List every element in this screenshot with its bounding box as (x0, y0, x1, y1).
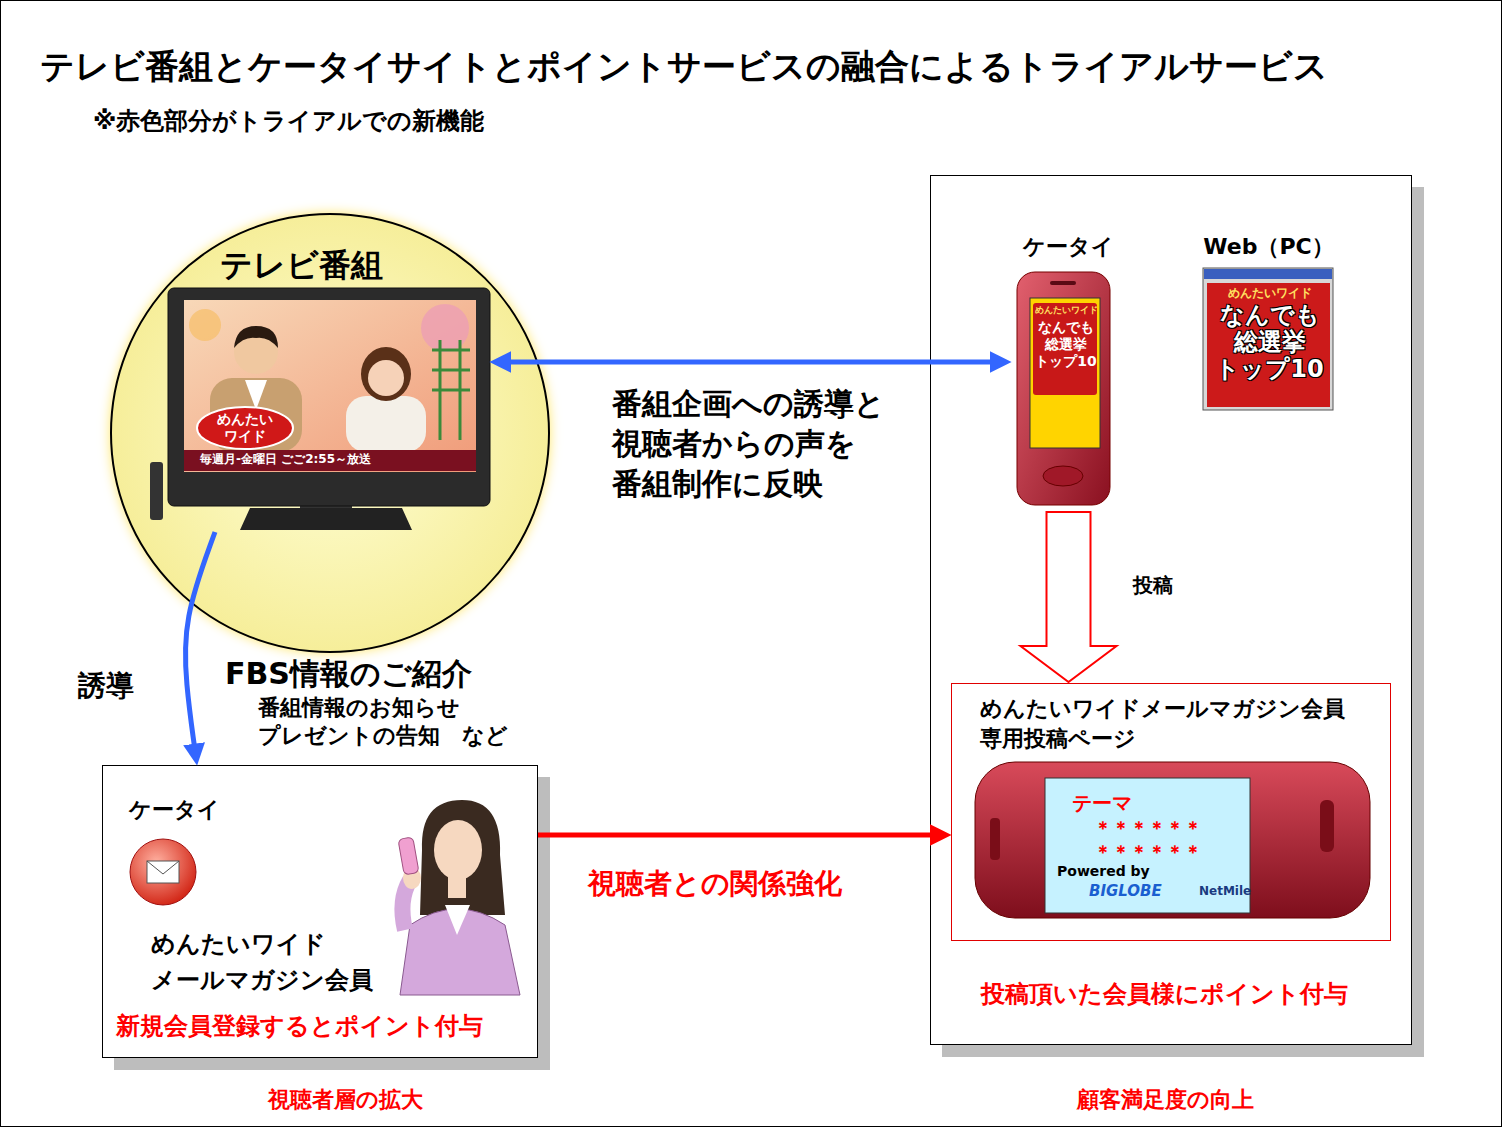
edge-label-wrap: 視聴者との関係強化 (588, 866, 842, 902)
benefit-label: 顧客満足度の向上 (1055, 1086, 1275, 1115)
logo-small: めんたいワイド (1208, 286, 1331, 302)
post-page-box: めんたいワイドメールマガジン会員 専用投稿ページテーマ＊＊＊＊＊＊＊＊＊＊＊＊P… (951, 683, 1391, 941)
benefit-label-wrap: 顧客満足度の向上 (1055, 1086, 1275, 1115)
info-heading: FBS情報のご紹介 (225, 654, 472, 693)
diagram-title: テレビ番組とケータイサイトとポイントサービスの融合によるトライアルサービス (40, 44, 1328, 88)
edge-label: 投稿 (1133, 572, 1173, 598)
edge-label-wrap: 投稿 (1133, 572, 1173, 598)
mobile-phone: ケータイめんたいワイドなんでも 総選挙 トップ10 (1011, 229, 1126, 506)
edge-label: 視聴者との関係強化 (588, 866, 842, 902)
edge-label-wrap: 番組企画への誘導と 視聴者からの声を 番組制作に反映 (612, 384, 912, 504)
info-heading-wrap: FBS情報のご紹介 (225, 654, 472, 693)
powered-by: Powered by (1057, 862, 1150, 880)
tv-set: めんたいワイド毎週月-金曜日 ごご2:55～放送 (168, 285, 490, 530)
sponsor-logo-wrap: NetMile (1199, 884, 1251, 900)
device-heading: Web（PC） (1196, 233, 1341, 262)
benefit-label: 視聴者層の拡大 (235, 1086, 455, 1115)
sponsor-logo: BIGLOBE (1089, 882, 1162, 902)
device-heading: ケータイ (1011, 233, 1126, 262)
device-heading: ケータイ (129, 796, 220, 825)
sponsor-logo: NetMile (1199, 884, 1251, 900)
info-item-wrap: プレゼントの告知 など (258, 722, 508, 751)
placeholder-text-wrap: ＊＊＊＊＊＊ (1094, 840, 1202, 863)
logo-title-wrap: なんでも 総選挙 トップ10 (1034, 319, 1098, 369)
info-item: プレゼントの告知 など (258, 722, 508, 751)
box-heading-wrap: めんたいワイドメールマガジン会員 専用投稿ページ (980, 694, 1370, 753)
circle-heading: テレビ番組 (220, 248, 383, 283)
web-pc: Web（PC） めんたいワイドなんでも 総選挙 トップ10 (1196, 229, 1341, 414)
point-note: 投稿頂いた会員様にポイント付与 (981, 979, 1348, 1010)
sponsor-logo-wrap: BIGLOBE (1089, 882, 1162, 902)
tv-program-circle: テレビ番組めんたいワイド毎週月-金曜日 ごご2:55～放送 (110, 213, 550, 653)
arrow-connector (538, 833, 934, 838)
powered-by-wrap: Powered by (1057, 862, 1150, 880)
broadcast-time-wrap: 毎週月-金曜日 ごご2:55～放送 (200, 452, 371, 466)
point-note-wrap: 新規会員登録するとポイント付与 (116, 1011, 483, 1042)
point-note: 新規会員登録するとポイント付与 (116, 1011, 483, 1042)
landscape-phone: テーマ＊＊＊＊＊＊＊＊＊＊＊＊Powered byBIGLOBENetMile (977, 764, 1372, 920)
logo-small: めんたいワイド (1034, 305, 1098, 317)
program-logo: めんたいワイド (215, 411, 275, 445)
member-label: めんたいワイド メールマガジン会員 (151, 926, 401, 998)
member-label-wrap: めんたいワイド メールマガジン会員 (151, 926, 401, 998)
site-panel: 投稿頂いた会員様にポイント付与ケータイめんたいワイドなんでも 総選挙 トップ10… (930, 175, 1412, 1045)
logo-title-wrap: なんでも 総選挙 トップ10 (1208, 302, 1331, 383)
device-heading-wrap: Web（PC） (1196, 233, 1341, 262)
info-item: 番組情報のお知らせ (258, 694, 460, 723)
placeholder-text-wrap: ＊＊＊＊＊＊ (1094, 816, 1202, 839)
circle-outline (111, 214, 549, 652)
program-logo-wrap: めんたいワイド (215, 411, 275, 445)
device-heading-wrap: ケータイ (1011, 233, 1126, 262)
device-heading-wrap: ケータイ (129, 796, 220, 825)
logo-title: なんでも 総選挙 トップ10 (1034, 319, 1098, 369)
theme-label-wrap: テーマ (1072, 790, 1132, 816)
edge-label-wrap: 誘導 (78, 668, 134, 704)
diagram-title-wrap: テレビ番組とケータイサイトとポイントサービスの融合によるトライアルサービス (40, 44, 1328, 88)
placeholder-text: ＊＊＊＊＊＊ (1094, 816, 1202, 839)
theme-label: テーマ (1072, 790, 1132, 816)
arrow-connector (507, 360, 994, 365)
logo-small-wrap: めんたいワイド (1208, 286, 1331, 302)
info-item-wrap: 番組情報のお知らせ (258, 694, 460, 723)
edge-label: 番組企画への誘導と 視聴者からの声を 番組制作に反映 (612, 384, 912, 504)
note-text-wrap: ※赤色部分がトライアルでの新機能 (93, 106, 484, 137)
benefit-label-wrap: 視聴者層の拡大 (235, 1086, 455, 1115)
mail-magazine-box: ケータイめんたいワイド メールマガジン会員新規会員登録するとポイント付与 (102, 765, 538, 1058)
edge-label: 誘導 (78, 668, 134, 704)
logo-title: なんでも 総選挙 トップ10 (1208, 302, 1331, 383)
circle-heading-wrap: テレビ番組 (220, 248, 383, 283)
point-note-wrap: 投稿頂いた会員様にポイント付与 (981, 979, 1348, 1010)
placeholder-text: ＊＊＊＊＊＊ (1094, 840, 1202, 863)
note-text: ※赤色部分がトライアルでの新機能 (93, 106, 484, 137)
box-heading: めんたいワイドメールマガジン会員 専用投稿ページ (980, 694, 1370, 753)
logo-small-wrap: めんたいワイド (1034, 305, 1098, 317)
broadcast-time: 毎週月-金曜日 ごご2:55～放送 (200, 452, 371, 466)
